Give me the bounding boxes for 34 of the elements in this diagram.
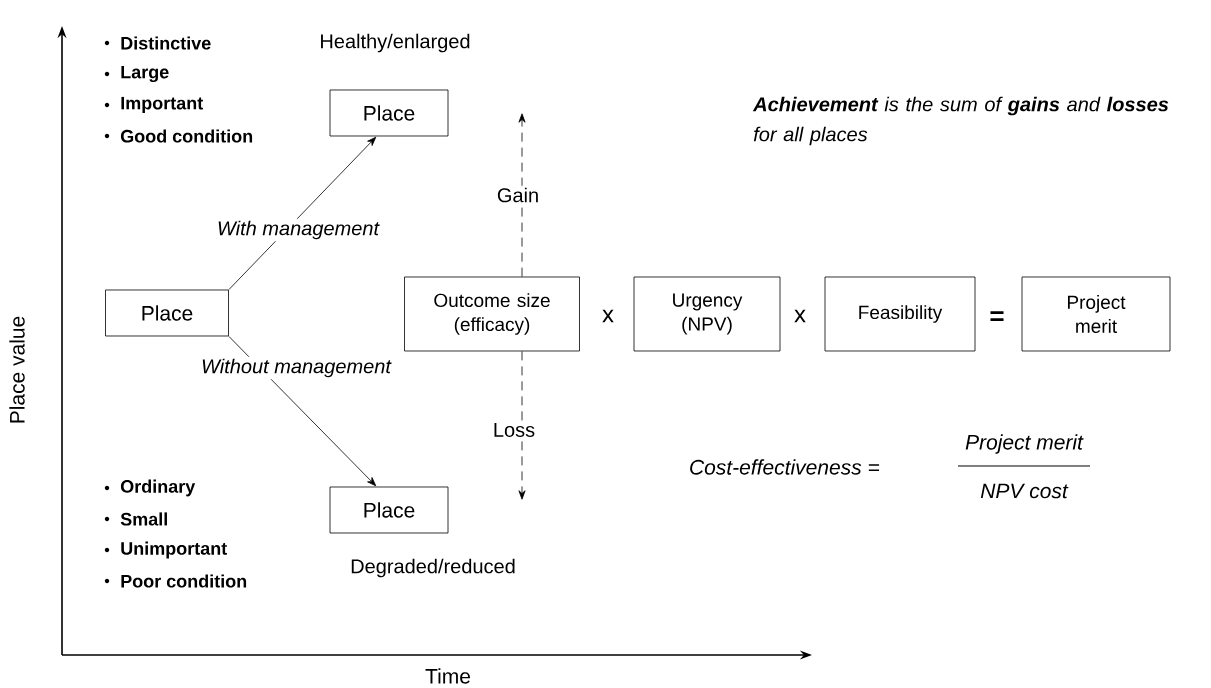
caption-text: Degraded/reduced: [351, 558, 515, 578]
place-box: Urgency (NPV): [633, 276, 781, 352]
multiply-sign: x: [794, 309, 806, 323]
multiply-sign: x: [602, 309, 614, 323]
formula-text: Cost-effectiveness =: [690, 459, 880, 475]
place-box: Project merit: [1021, 276, 1171, 352]
denominator: NPV cost: [980, 483, 1069, 499]
place-box: Outcome size (efficacy): [404, 276, 580, 352]
arrow: [228, 136, 377, 290]
edge-label: Without management: [199, 356, 393, 380]
edge-label: With management: [214, 218, 382, 242]
bullet-item: Good condition: [104, 129, 253, 143]
bullet-item: Large: [104, 65, 169, 83]
equals-sign: =: [990, 311, 1004, 322]
caption-text: Healthy/enlarged: [321, 33, 470, 53]
place-box: Feasibility: [824, 276, 976, 352]
bullet-item: Distinctive: [104, 36, 211, 50]
bullet-item: Ordinary: [104, 479, 196, 497]
edge-label: Loss: [490, 421, 538, 439]
bullet-item: Unimportant: [104, 541, 227, 559]
bullet-item: Poor condition: [104, 574, 247, 588]
place-box: Place: [329, 486, 449, 534]
bullet-item: Important: [104, 96, 203, 114]
arrow: [518, 351, 526, 500]
arrow: [518, 113, 526, 277]
edge-label: Gain: [494, 185, 542, 205]
axis-title: Time: [425, 668, 470, 684]
arrow: [228, 336, 377, 487]
place-box: Place: [105, 289, 229, 337]
axis-title: Place value: [9, 316, 25, 423]
place-box: Place: [329, 89, 449, 137]
note-text: Achievement is the sum of gains and losses for all places: [752, 96, 1169, 146]
numerator: Project merit: [965, 434, 1084, 454]
bullet-item: Small: [104, 512, 167, 526]
